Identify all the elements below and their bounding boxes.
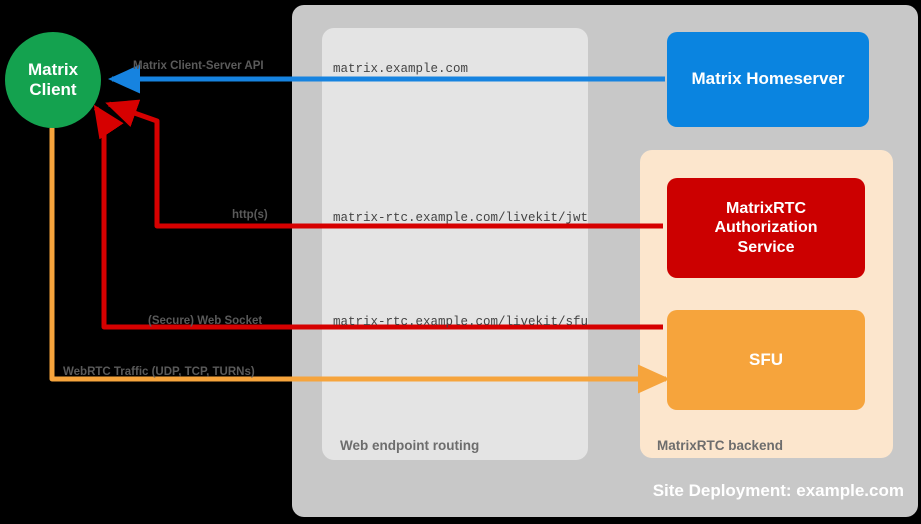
endpoint-url-livekit-jwt: matrix-rtc.example.com/livekit/jwt bbox=[333, 211, 589, 225]
auth-service-label-line1: MatrixRTC bbox=[725, 199, 806, 217]
node-sfu[interactable]: SFU bbox=[667, 310, 865, 410]
node-matrixrtc-authorization-service[interactable]: MatrixRTC Authorization Service bbox=[667, 178, 865, 278]
flow-label-web-socket: (Secure) Web Socket bbox=[148, 315, 263, 327]
auth-service-label-line2: Authorization bbox=[714, 219, 818, 237]
web-endpoint-routing-panel bbox=[322, 28, 588, 460]
matrix-client-label-line1: Matrix bbox=[27, 59, 79, 79]
matrix-client-label-line2: Client bbox=[29, 80, 77, 99]
endpoint-url-matrix: matrix.example.com bbox=[333, 62, 469, 76]
endpoint-url-livekit-sfu: matrix-rtc.example.com/livekit/sfu bbox=[333, 315, 589, 329]
matrixrtc-backend-label: MatrixRTC backend bbox=[657, 438, 784, 453]
node-matrix-homeserver[interactable]: Matrix Homeserver bbox=[667, 32, 869, 127]
site-deployment-label: Site Deployment: example.com bbox=[652, 481, 904, 500]
web-endpoint-routing-label: Web endpoint routing bbox=[340, 438, 480, 453]
flow-label-client-server-api: Matrix Client-Server API bbox=[133, 60, 264, 72]
auth-service-label-line3: Service bbox=[737, 238, 795, 256]
flow-label-webrtc-traffic: WebRTC Traffic (UDP, TCP, TURNs) bbox=[63, 366, 255, 378]
matrix-homeserver-label: Matrix Homeserver bbox=[691, 69, 845, 89]
node-matrix-client[interactable]: Matrix Client bbox=[5, 32, 101, 128]
flow-label-http: http(s) bbox=[232, 209, 268, 221]
sfu-label: SFU bbox=[749, 349, 783, 369]
